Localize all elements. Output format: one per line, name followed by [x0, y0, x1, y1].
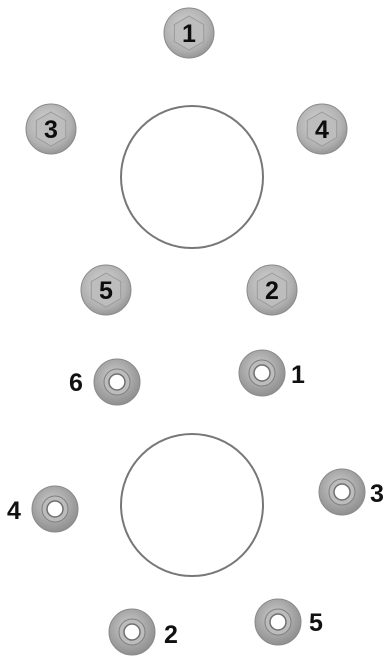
nut-1-label: 1 [291, 361, 305, 389]
top-hub-circle [120, 105, 264, 249]
bolt-3: 3 [25, 103, 77, 155]
bolt-4: 4 [296, 103, 348, 155]
nut-2: 2 [108, 608, 178, 656]
nut-5-label: 5 [309, 609, 323, 637]
bolt-5-label: 5 [99, 277, 113, 305]
nut-3-label: 3 [370, 480, 384, 508]
bolt-2: 2 [246, 264, 298, 316]
bottom-pattern: 6 1 4 3 2 [7, 349, 384, 656]
nut-4-label: 4 [7, 497, 21, 525]
bolt-3-label: 3 [44, 116, 58, 144]
bolt-2-label: 2 [265, 277, 279, 305]
nut-5: 5 [254, 598, 323, 646]
nut-2-label: 2 [164, 621, 178, 649]
nut-1: 1 [238, 349, 305, 397]
bottom-hub-circle [120, 433, 264, 577]
bolt-1: 1 [163, 7, 215, 59]
nut-4: 4 [7, 485, 79, 533]
bolt-4-label: 4 [315, 116, 329, 144]
nut-6: 6 [69, 358, 141, 406]
top-pattern: 1 3 4 5 2 [25, 7, 348, 316]
nut-6-label: 6 [69, 369, 83, 397]
bolt-1-label: 1 [182, 20, 196, 48]
nut-3: 3 [318, 468, 384, 516]
bolt-5: 5 [80, 264, 132, 316]
